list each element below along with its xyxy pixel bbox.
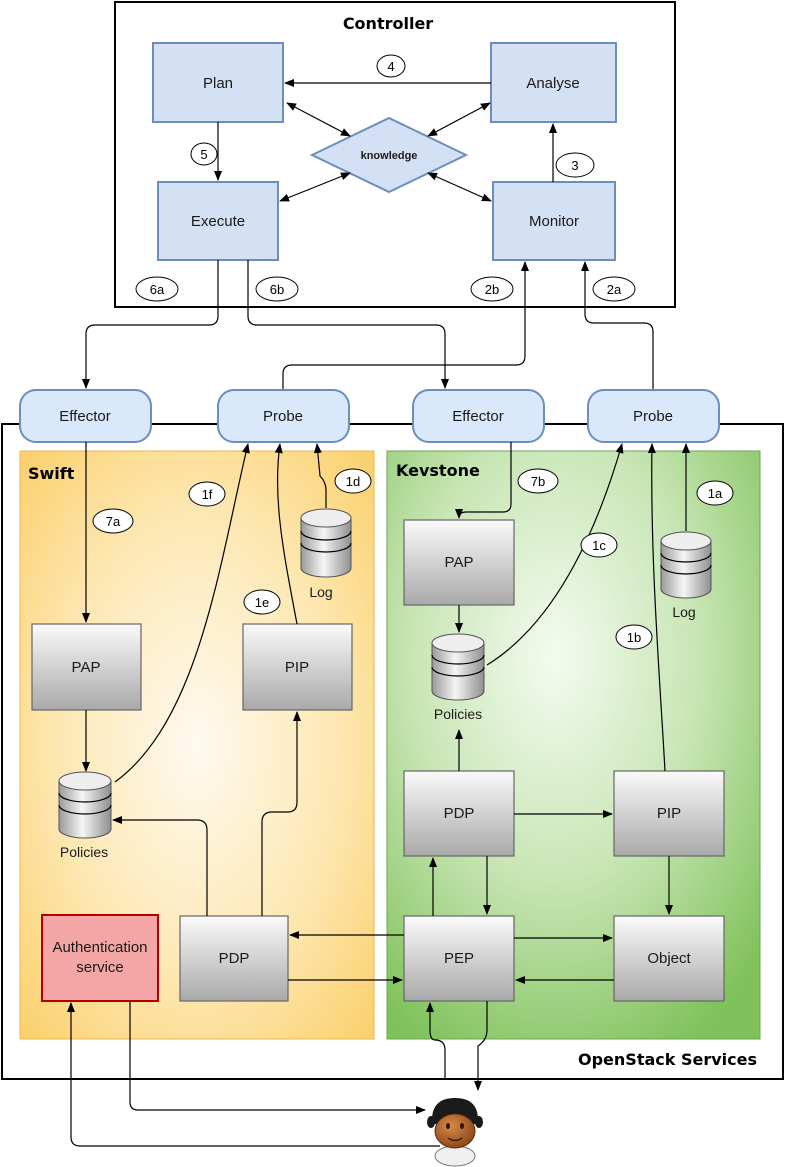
knowledge-label: knowledge bbox=[361, 150, 418, 162]
label-3: 3 bbox=[571, 158, 578, 173]
arrow-user-pep bbox=[426, 1002, 446, 1080]
arrow-monitor-knowledge bbox=[427, 172, 492, 202]
label-1c-ellipse bbox=[580, 532, 618, 558]
label-1a: 1a bbox=[708, 486, 723, 501]
keystone-policies-label: Policies bbox=[434, 706, 482, 722]
keystone-pap-box[interactable] bbox=[403, 519, 515, 606]
arrow-execute-effector-right bbox=[247, 260, 449, 389]
arrow-swift-log-probe bbox=[313, 443, 327, 508]
plan-label: Plan bbox=[203, 75, 233, 92]
label-7b: 7b bbox=[531, 474, 545, 489]
swift-policies-cylinder bbox=[58, 771, 112, 839]
swift-log-label: Log bbox=[309, 584, 332, 600]
arrow-keystone-pip-probe bbox=[647, 443, 666, 772]
effector-left-label: Effector bbox=[59, 408, 110, 425]
label-1f-ellipse bbox=[188, 481, 226, 507]
effector-right-pill[interactable] bbox=[412, 389, 545, 443]
label-4-ellipse bbox=[376, 54, 406, 78]
arrow-swift-pdp-pip bbox=[261, 711, 301, 916]
swift-pdp-box[interactable] bbox=[179, 915, 289, 1002]
monitor-box[interactable] bbox=[492, 181, 616, 261]
label-1d-ellipse bbox=[334, 468, 372, 494]
arrow-swift-pdp-policies bbox=[112, 816, 208, 916]
swift-pap-label: PAP bbox=[72, 659, 101, 676]
arrow-swift-policies-probe bbox=[114, 443, 250, 783]
label-2b: 2b bbox=[485, 282, 499, 297]
label-6b-ellipse bbox=[255, 276, 299, 302]
label-4: 4 bbox=[387, 59, 394, 74]
keystone-log-cylinder bbox=[660, 531, 712, 599]
plan-box[interactable] bbox=[152, 42, 284, 123]
arrow-user-auth bbox=[67, 1002, 440, 1147]
label-3-ellipse bbox=[555, 152, 595, 178]
probe-left-pill[interactable] bbox=[217, 389, 350, 443]
effector-right-label: Effector bbox=[452, 408, 503, 425]
probe-right-pill[interactable] bbox=[587, 389, 720, 443]
keystone-policies-cylinder bbox=[431, 633, 485, 701]
label-1f: 1f bbox=[202, 487, 213, 502]
controller-title: Controller bbox=[343, 14, 433, 33]
analyse-box[interactable] bbox=[490, 42, 617, 123]
openstack-title: OpenStack Services bbox=[578, 1050, 757, 1069]
label-5: 5 bbox=[200, 147, 207, 162]
swift-pap-box[interactable] bbox=[31, 623, 142, 711]
analyse-label: Analyse bbox=[526, 75, 579, 92]
probe-left-label: Probe bbox=[263, 408, 303, 425]
label-7a-ellipse bbox=[92, 508, 134, 534]
auth-service-box[interactable] bbox=[41, 914, 159, 1002]
arrow-execute-knowledge bbox=[279, 172, 351, 202]
keystone-pdp-box[interactable] bbox=[403, 770, 515, 857]
label-1b-ellipse bbox=[615, 624, 653, 650]
keystone-pdp-label: PDP bbox=[444, 805, 475, 822]
keystone-log-label: Log bbox=[672, 604, 695, 620]
auth-service-line2: service bbox=[76, 959, 124, 976]
object-label: Object bbox=[647, 950, 691, 967]
keystone-pip-box[interactable] bbox=[613, 770, 725, 857]
arrow-keystone-policies-probe bbox=[486, 443, 624, 666]
label-5-ellipse bbox=[190, 142, 218, 166]
keystone-pap-label: PAP bbox=[445, 554, 474, 571]
swift-pip-label: PIP bbox=[285, 659, 309, 676]
swift-policies-label: Policies bbox=[60, 844, 108, 860]
label-7b-ellipse bbox=[517, 468, 559, 494]
swift-log-cylinder bbox=[300, 508, 352, 578]
label-1e: 1e bbox=[255, 595, 269, 610]
arrow-probe-left-monitor bbox=[282, 261, 529, 390]
label-6b: 6b bbox=[270, 282, 284, 297]
arrow-auth-user bbox=[129, 1001, 426, 1114]
swift-pip-box[interactable] bbox=[242, 623, 353, 711]
execute-box[interactable] bbox=[157, 181, 279, 261]
execute-label: Execute bbox=[191, 213, 245, 230]
arrow-probe-right-monitor bbox=[581, 261, 654, 390]
probe-right-label: Probe bbox=[633, 408, 673, 425]
auth-service-line1: Authentication bbox=[52, 939, 147, 956]
arrow-effector-keystone-pap bbox=[455, 442, 512, 519]
label-6a-ellipse bbox=[135, 276, 179, 302]
arrow-swift-pip-probe bbox=[274, 443, 298, 625]
monitor-label: Monitor bbox=[529, 213, 579, 230]
label-1d: 1d bbox=[346, 474, 360, 489]
arrow-execute-effector-left bbox=[82, 260, 219, 389]
label-1b: 1b bbox=[627, 630, 641, 645]
label-1a-ellipse bbox=[696, 480, 734, 506]
keystone-title: Kevstone bbox=[396, 461, 480, 480]
label-2b-ellipse bbox=[470, 276, 514, 302]
swift-pdp-label: PDP bbox=[219, 950, 250, 967]
swift-title: Swift bbox=[28, 464, 75, 483]
object-box[interactable] bbox=[613, 915, 725, 1002]
arrow-pep-user bbox=[474, 1001, 488, 1091]
keystone-pep-box[interactable] bbox=[403, 915, 515, 1002]
arrow-plan-knowledge bbox=[286, 102, 351, 137]
label-1c: 1c bbox=[592, 538, 606, 553]
keystone-pep-label: PEP bbox=[444, 950, 474, 967]
label-2a-ellipse bbox=[592, 276, 636, 302]
user-icon[interactable] bbox=[427, 1098, 483, 1167]
label-6a: 6a bbox=[150, 282, 165, 297]
arrow-analyse-knowledge bbox=[427, 102, 491, 137]
label-1e-ellipse bbox=[243, 589, 281, 615]
label-2a: 2a bbox=[607, 282, 622, 297]
label-7a: 7a bbox=[106, 514, 121, 529]
keystone-pip-label: PIP bbox=[657, 805, 681, 822]
